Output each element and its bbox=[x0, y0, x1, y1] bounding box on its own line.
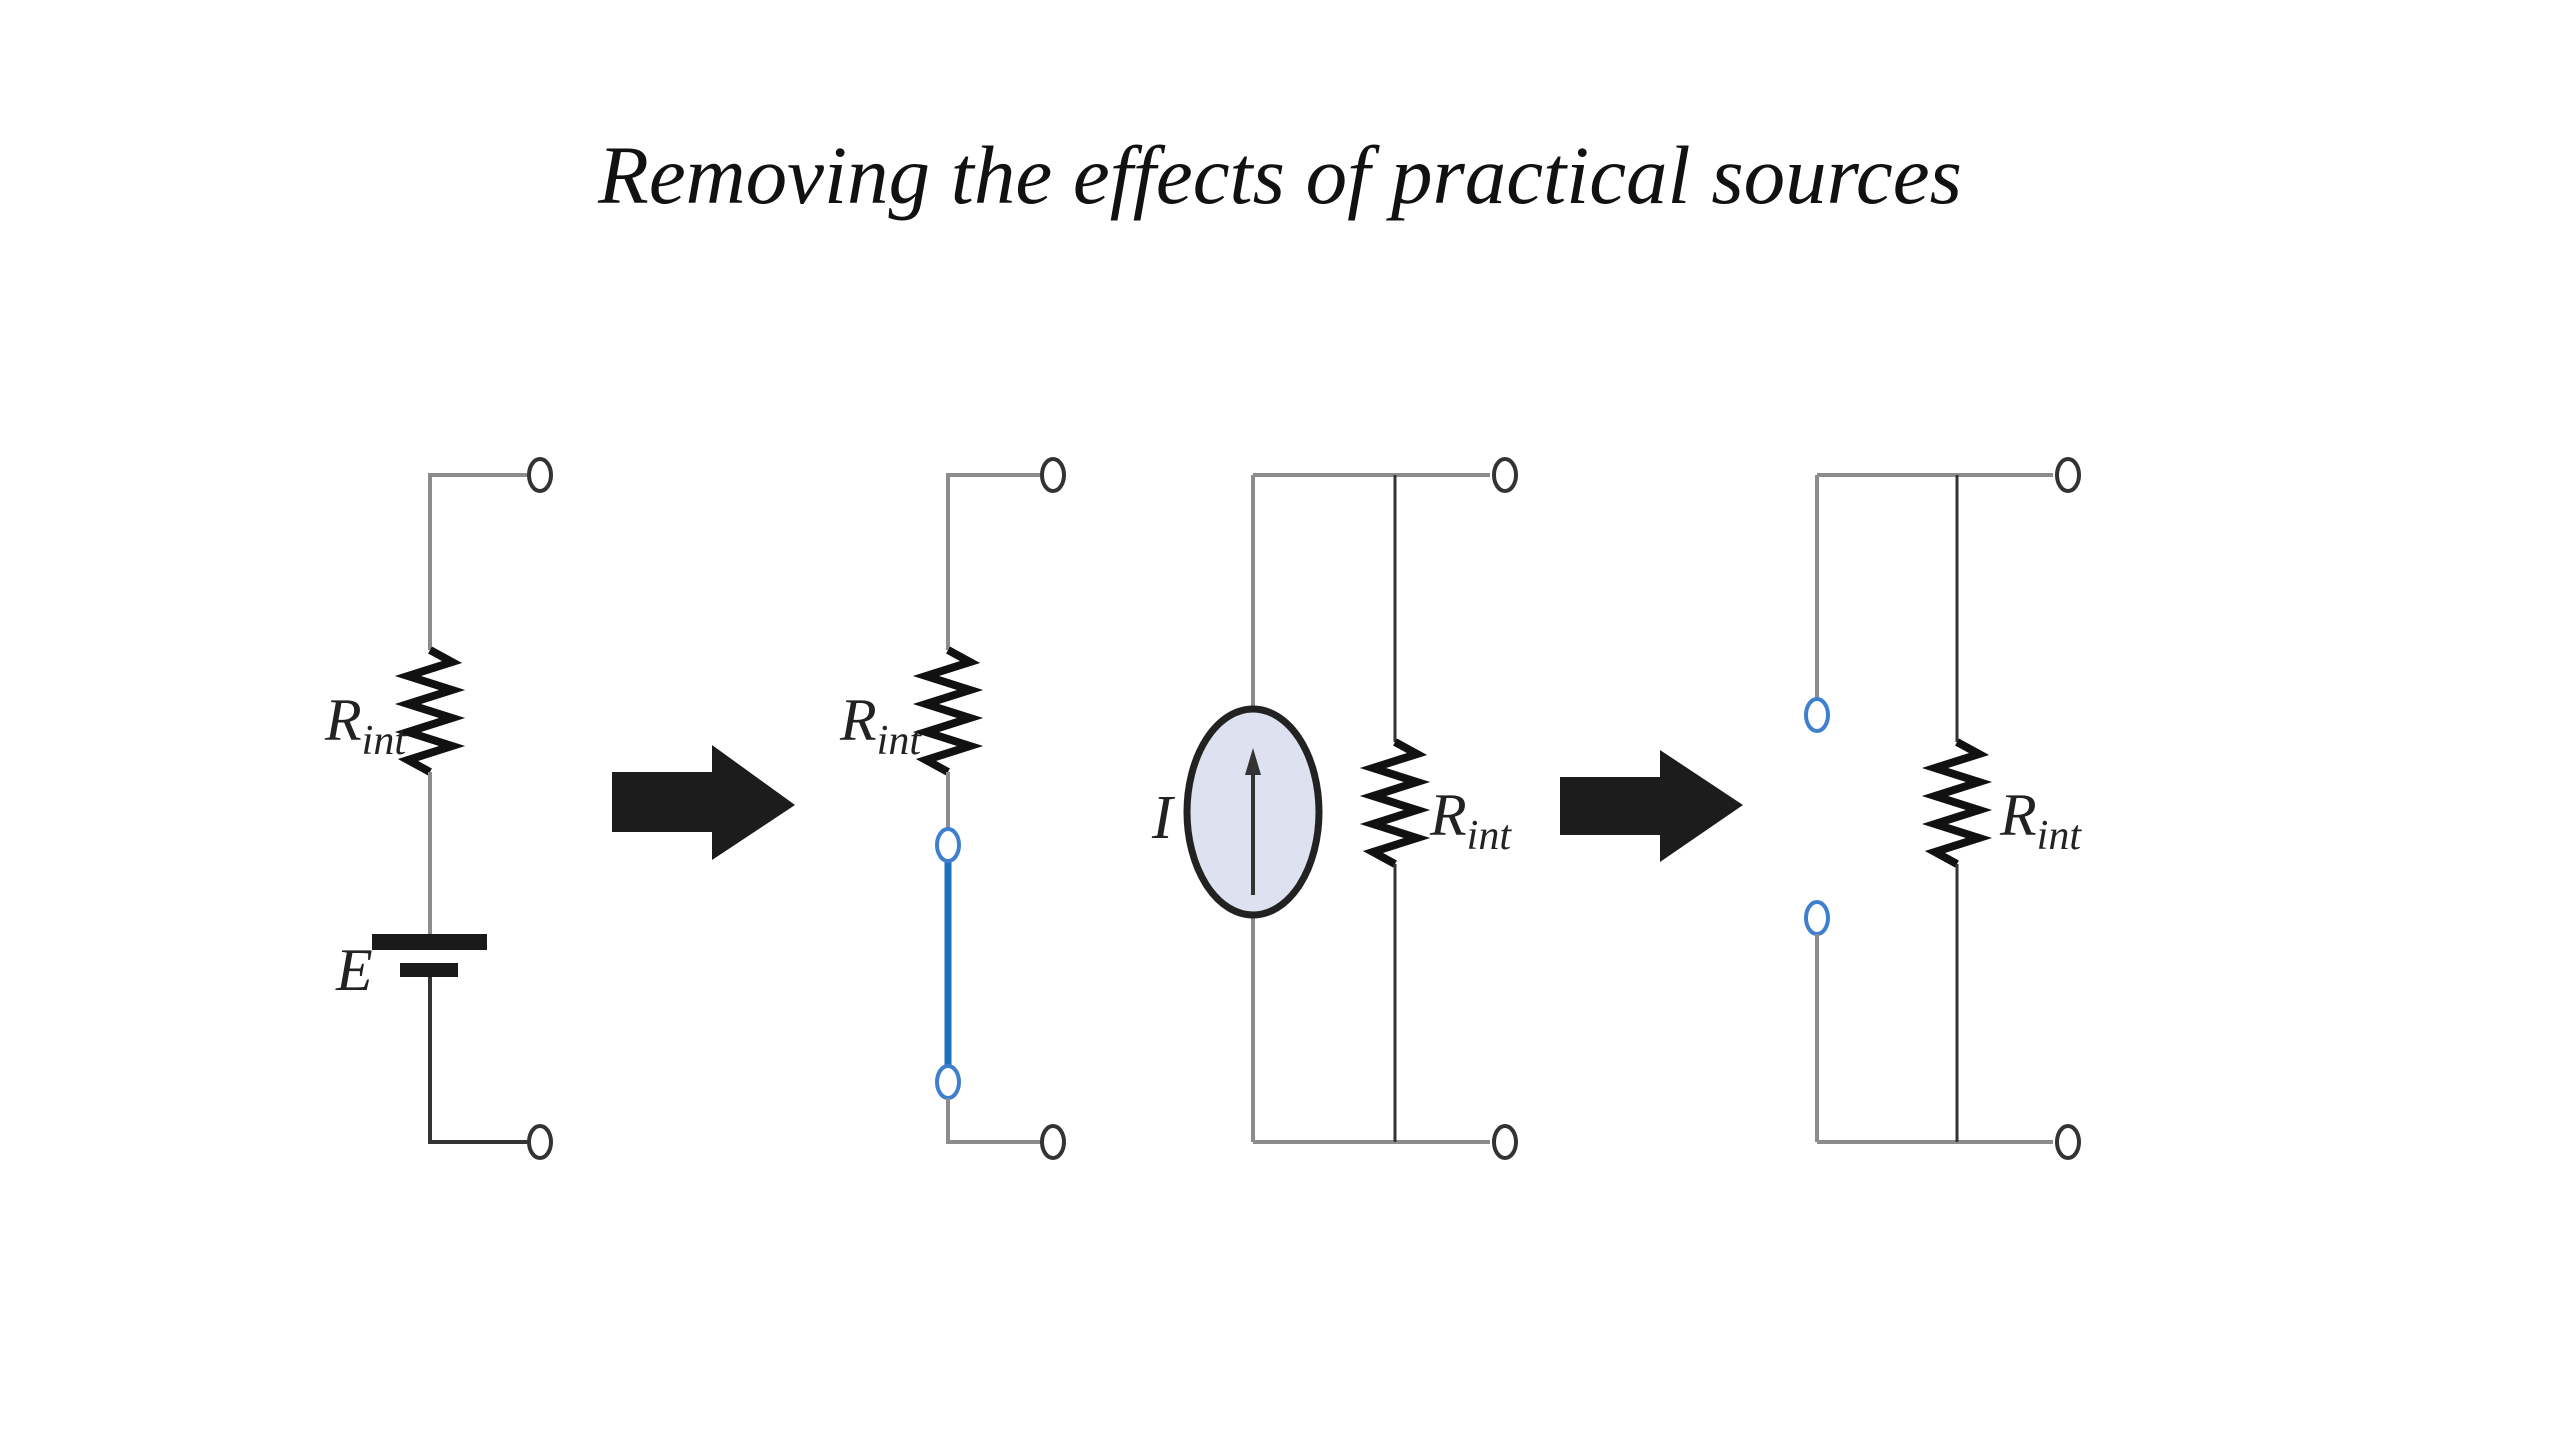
panel-voltage-source-practical: Rint E bbox=[324, 457, 553, 1160]
wire-top bbox=[946, 473, 1040, 650]
wire-top bbox=[428, 473, 527, 650]
open-terminal-bottom bbox=[1804, 900, 1830, 936]
wire-bottom bbox=[946, 1098, 1040, 1144]
terminal-bottom bbox=[527, 1124, 553, 1160]
panel-current-source-removed: Rint bbox=[1804, 457, 2082, 1160]
resistor bbox=[1359, 738, 1431, 868]
terminal-top bbox=[1040, 457, 1066, 493]
short-terminal-top bbox=[935, 827, 961, 863]
resistor bbox=[394, 646, 466, 776]
panel-voltage-source-removed: Rint bbox=[839, 457, 1066, 1160]
wire-bottom bbox=[428, 977, 527, 1144]
source-label: I bbox=[1151, 784, 1176, 852]
terminal-top bbox=[1492, 457, 1518, 493]
resistor-label: Rint bbox=[1429, 782, 1512, 859]
terminal-bottom bbox=[1492, 1124, 1518, 1160]
resistor bbox=[1921, 738, 1993, 868]
resistor-label: Rint bbox=[839, 687, 922, 764]
resistor-label: Rint bbox=[1999, 782, 2082, 859]
terminal-bottom bbox=[1040, 1124, 1066, 1160]
source-label: E bbox=[335, 937, 373, 1003]
terminal-bottom bbox=[2055, 1124, 2081, 1160]
terminal-top bbox=[527, 457, 553, 493]
current-arrow-head-icon bbox=[1245, 748, 1261, 775]
slide-title: Removing the effects of practical source… bbox=[598, 129, 1962, 221]
resistor bbox=[912, 646, 984, 776]
short-terminal-bottom bbox=[935, 1064, 961, 1100]
open-terminal-top bbox=[1804, 697, 1830, 733]
panel-current-source-practical: I Rint bbox=[1151, 457, 1518, 1160]
arrow-right-icon bbox=[1560, 750, 1743, 862]
arrow-right-icon bbox=[612, 745, 795, 860]
resistor-label: Rint bbox=[324, 687, 407, 764]
terminal-top bbox=[2055, 457, 2081, 493]
